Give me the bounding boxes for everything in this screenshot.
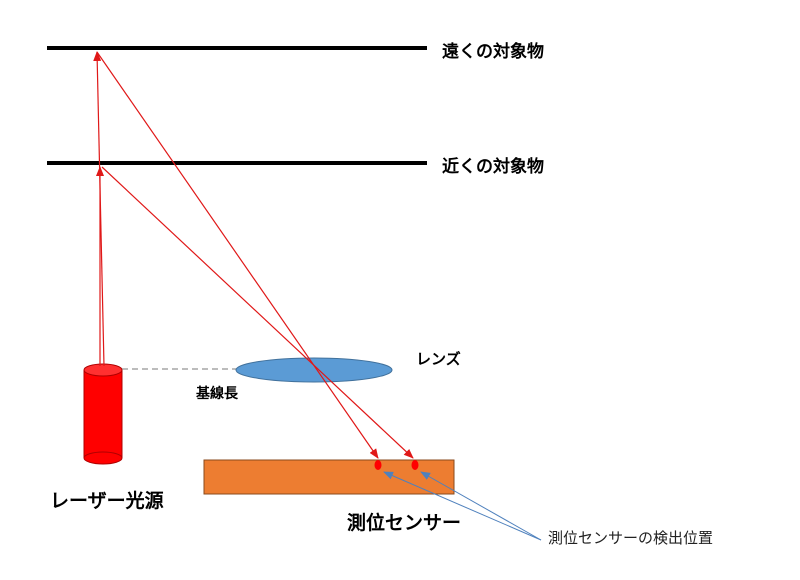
detection-spot-far [374, 460, 382, 470]
laser-source-cylinder [83, 363, 123, 465]
far-object-label: 遠くの対象物 [442, 42, 544, 62]
laser-source-label: レーザー光源 [50, 490, 164, 512]
beam-reflect-far [96, 51, 379, 459]
position-sensor-label: 測位センサー [347, 512, 462, 534]
baseline-label: 基線長 [196, 386, 238, 402]
beam-reflect-near [101, 166, 414, 459]
detection-position-label: 測位センサーの検出位置 [548, 529, 714, 547]
detection-spot-near [411, 460, 419, 470]
near-object-label: 近くの対象物 [442, 157, 544, 177]
detection-callout-arrows [383, 471, 542, 541]
lens-label: レンズ [416, 350, 461, 368]
lens-shape [235, 357, 393, 383]
beam-up-far [93, 51, 105, 367]
laser-beams [93, 51, 414, 459]
